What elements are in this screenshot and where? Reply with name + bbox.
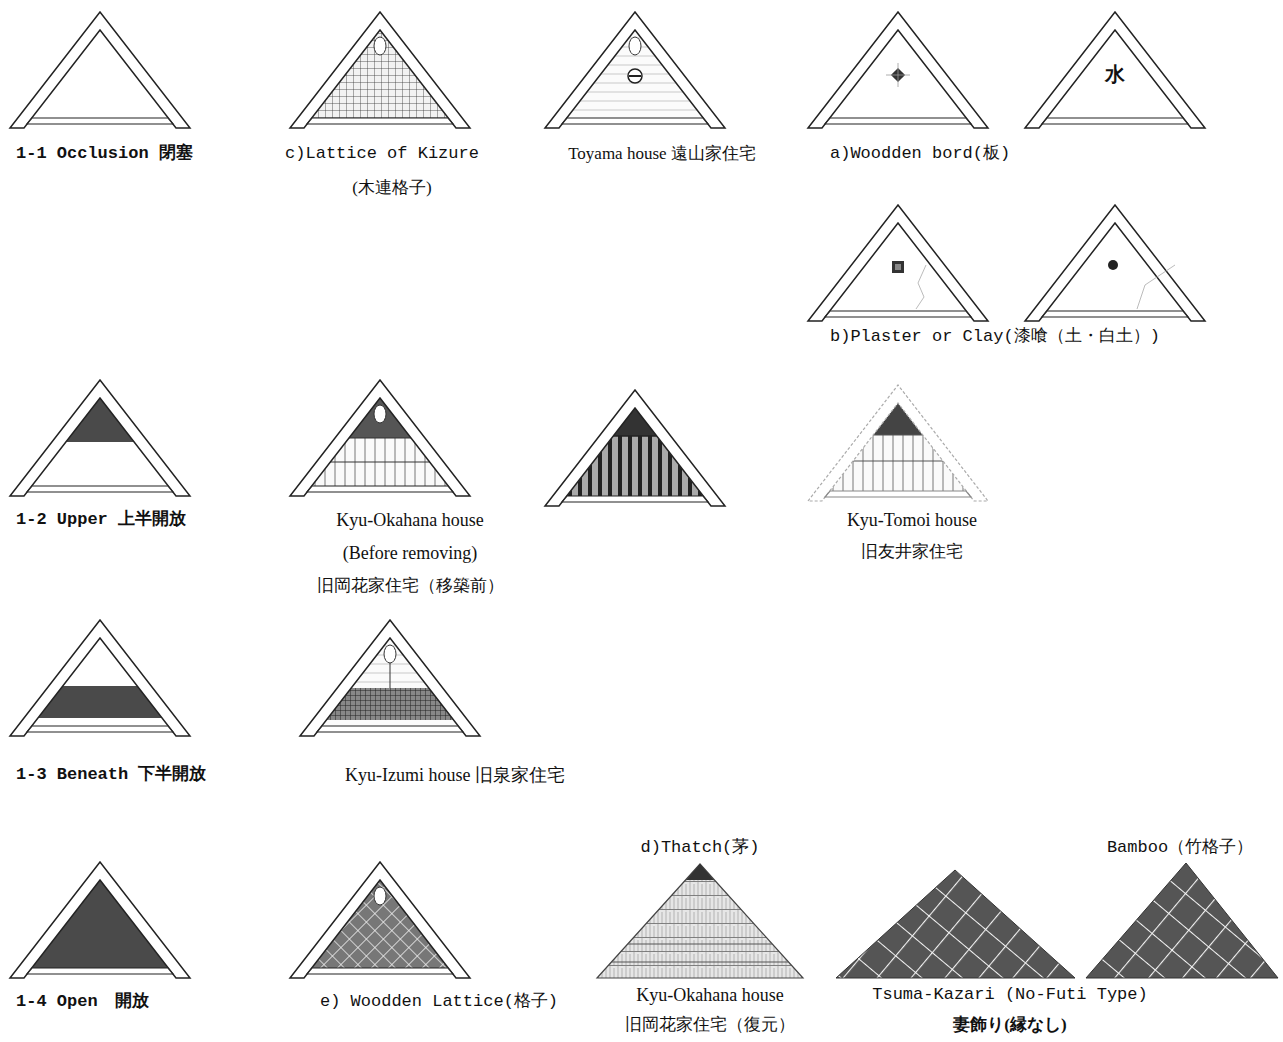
label: Kyu-Okahana house (336, 510, 483, 531)
label: Kyu-Okahana house (636, 985, 783, 1006)
label: Kyu-Izumi house 旧泉家住宅 (345, 765, 565, 786)
gable-wooden-board (1025, 12, 1205, 128)
label: a)Woodden bord(板) (830, 144, 1010, 164)
gable-izumi (300, 620, 480, 736)
label: Kyu-Tomoi house (847, 510, 977, 531)
gable-thatch (597, 864, 803, 978)
label: e) Woodden Lattice(格子) (320, 992, 558, 1012)
gable-open (10, 862, 190, 978)
label: c)Lattice of Kizure (285, 144, 479, 164)
gable-kizure-lattice (290, 12, 470, 128)
label: Bamboo（竹格子） (1107, 838, 1253, 858)
label: b)Plaster or Clay(漆喰（土・白土）) (830, 327, 1160, 347)
label: 1-3 Beneath 下半開放 (16, 765, 206, 785)
label: 妻飾り(縁なし) (953, 1015, 1066, 1035)
gable-slats (545, 390, 725, 506)
label: 旧友井家住宅 (861, 542, 963, 562)
gable-wooden-lattice (290, 862, 470, 978)
label: (Before removing) (343, 543, 477, 564)
gable-plaster (808, 205, 988, 321)
gable-wooden-board (808, 12, 988, 128)
gable-occlusion (10, 12, 190, 128)
gable-lower-open (10, 620, 190, 736)
gable-plaster (1025, 205, 1205, 321)
gable-toyama (545, 12, 725, 128)
label: d)Thatch(茅) (640, 838, 759, 858)
label: Tsuma-Kazari (No-Futi Type) (872, 985, 1147, 1005)
gable-okahana-before (290, 380, 470, 496)
label: (木連格子) (352, 178, 431, 198)
gable-tomoi (808, 385, 988, 501)
label: 水 (1105, 63, 1125, 86)
label: 1-2 Upper 上半開放 (16, 510, 186, 530)
tsuma-kazari-no-futi (836, 863, 1278, 978)
gable-upper-open (10, 380, 190, 496)
label: 旧岡花家住宅（移築前） (317, 576, 504, 596)
label: 旧岡花家住宅（復元） (625, 1015, 795, 1035)
label: 1-1 Occlusion 閉塞 (16, 144, 193, 164)
label: Toyama house 遠山家住宅 (568, 144, 756, 164)
label: 1-4 Open 開放 (16, 992, 149, 1012)
